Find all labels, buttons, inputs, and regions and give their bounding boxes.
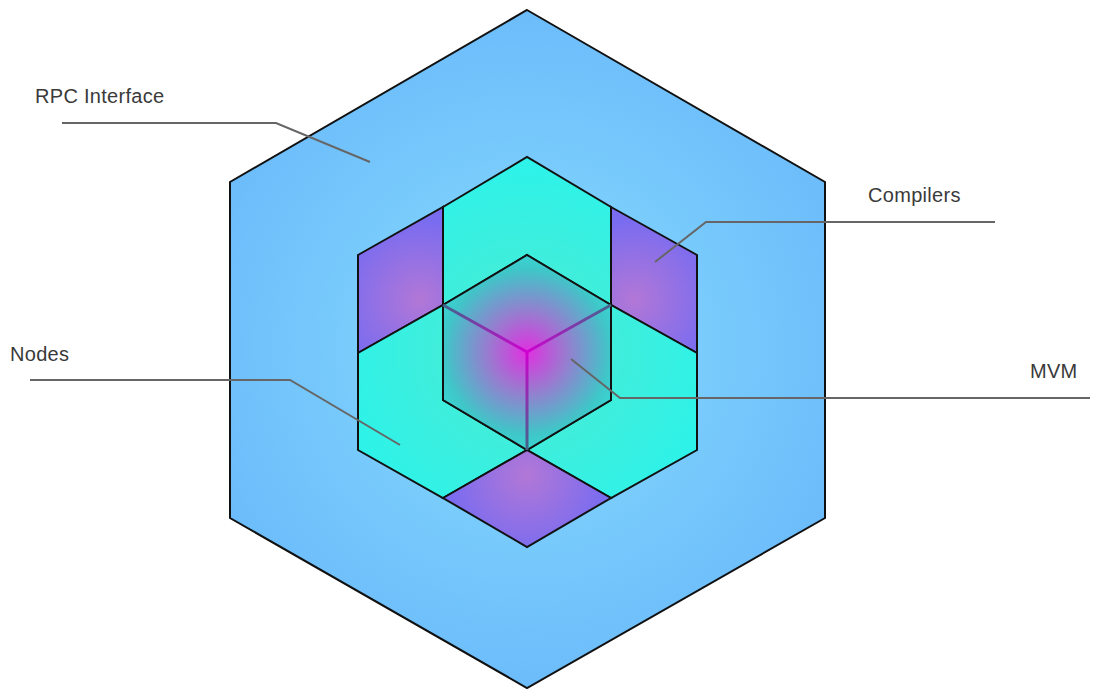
part-label: Nodes (10, 342, 69, 366)
leader-line (655, 222, 995, 262)
cube-edges (443, 305, 611, 450)
leader-line (571, 359, 1090, 398)
part-label: RPC Interface (35, 84, 165, 108)
inner-segment (443, 450, 611, 547)
leader-line (62, 123, 370, 162)
center-cube (443, 255, 611, 450)
part-label: MVM (1030, 359, 1078, 383)
part-label: Compilers (868, 183, 961, 207)
leader-line (30, 380, 400, 445)
outer-hexagon (230, 10, 825, 688)
